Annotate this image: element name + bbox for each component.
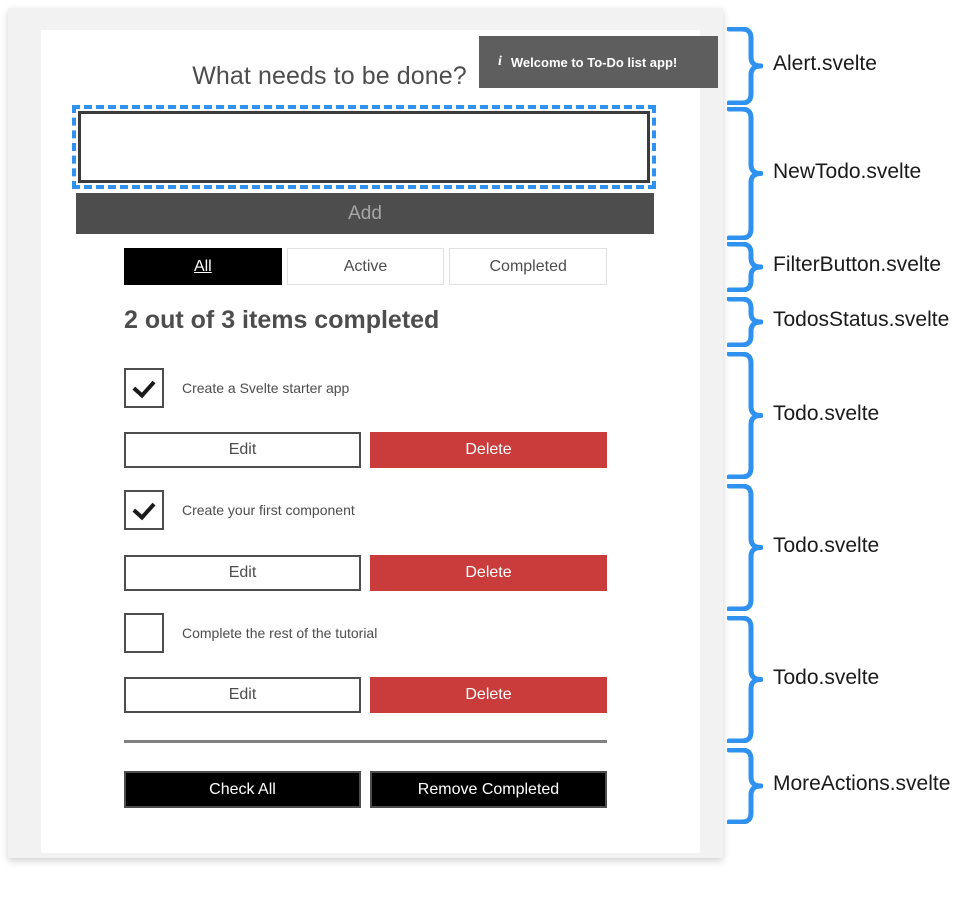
todo-checkbox[interactable] (124, 368, 164, 408)
edit-button[interactable]: Edit (124, 432, 361, 468)
delete-button[interactable]: Delete (370, 432, 607, 468)
filter-button-all[interactable]: All (124, 248, 282, 285)
brace-icon (727, 352, 763, 479)
filter-button-completed[interactable]: Completed (449, 248, 608, 285)
todo-label: Create a Svelte starter app (182, 380, 350, 396)
annotation-label: Todo.svelte (773, 401, 880, 425)
more-actions-group: Check All Remove Completed (124, 771, 607, 808)
alert-message: Welcome to To-Do list app! (510, 54, 678, 70)
todo-row: Create a Svelte starter app (124, 368, 349, 408)
filter-label: Completed (489, 257, 567, 275)
page-title: What needs to be done? (192, 62, 467, 90)
annotation-label: NewTodo.svelte (773, 159, 922, 183)
todo-label: Create your first component (182, 502, 355, 518)
filter-button-active[interactable]: Active (286, 248, 445, 285)
brace-icon (727, 107, 763, 240)
brace-icon (727, 484, 763, 611)
todo-checkbox[interactable] (124, 490, 164, 530)
todo-row: Complete the rest of the tutorial (124, 613, 377, 653)
filter-button-group: All Active Completed (124, 248, 608, 285)
annotation-label: Todo.svelte (773, 533, 880, 557)
annotation-label: Alert.svelte (773, 52, 877, 75)
annotation-label: FilterButton.svelte (773, 253, 942, 276)
component-annotation: Todo.svelte (727, 616, 957, 743)
todo-checkbox[interactable] (124, 613, 164, 653)
delete-button[interactable]: Delete (370, 677, 607, 713)
brace-icon (727, 616, 763, 743)
annotation-label: MoreActions.svelte (773, 772, 951, 795)
component-annotation: Todo.svelte (727, 352, 957, 479)
edit-button[interactable]: Edit (124, 555, 361, 591)
component-annotation: FilterButton.svelte (727, 242, 957, 292)
delete-button[interactable]: Delete (370, 555, 607, 591)
component-annotation: NewTodo.svelte (727, 107, 957, 240)
check-all-button[interactable]: Check All (124, 771, 361, 808)
brace-icon (727, 242, 763, 292)
section-divider (124, 740, 607, 743)
check-icon (132, 374, 156, 398)
check-icon (132, 496, 156, 520)
component-annotation: MoreActions.svelte (727, 748, 957, 824)
todo-actions: Edit Delete (124, 677, 607, 713)
info-icon: i (498, 54, 502, 69)
alert-toast[interactable]: i Welcome to To-Do list app! (479, 36, 718, 88)
component-annotation: Alert.svelte (727, 27, 957, 105)
todo-actions: Edit Delete (124, 555, 607, 591)
brace-icon (727, 27, 763, 105)
todo-actions: Edit Delete (124, 432, 607, 468)
edit-button[interactable]: Edit (124, 677, 361, 713)
brace-icon (727, 748, 763, 824)
annotation-label: Todo.svelte (773, 665, 880, 689)
component-annotation: TodosStatus.svelte (727, 297, 957, 347)
filter-label: Active (343, 257, 388, 275)
add-todo-button[interactable]: Add (76, 193, 654, 234)
new-todo-input[interactable] (78, 111, 650, 183)
component-annotation: Todo.svelte (727, 484, 957, 611)
todos-status-heading: 2 out of 3 items completed (124, 306, 440, 334)
todo-row: Create your first component (124, 490, 355, 530)
annotation-label: TodosStatus.svelte (773, 308, 950, 331)
remove-completed-button[interactable]: Remove Completed (370, 771, 607, 808)
brace-icon (727, 297, 763, 347)
filter-label: All (193, 257, 212, 275)
new-todo-focus-ring (72, 105, 656, 189)
todo-label: Complete the rest of the tutorial (182, 625, 378, 641)
